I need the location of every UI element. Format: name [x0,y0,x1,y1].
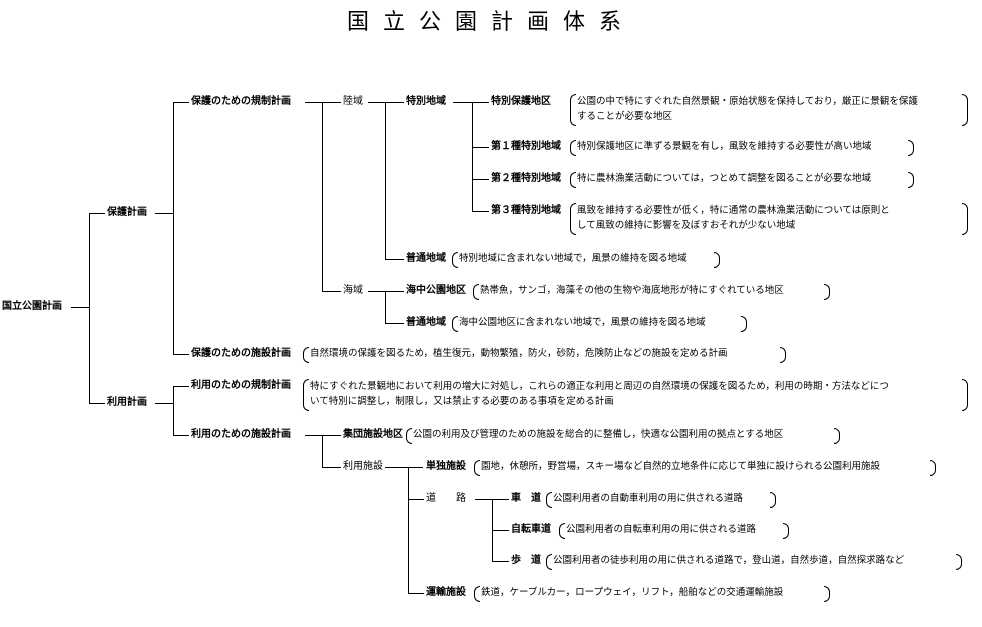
node-shado: 車 道 [511,493,541,504]
node-futsu-chiiki-kai: 普通地域 [406,317,446,328]
node-hogo-keikaku: 保護計画 [107,207,147,218]
node-hogo-kisei: 保護のための規制計画 [191,96,291,107]
node-riyo-kisei: 利用のための規制計画 [191,380,291,391]
node-kaiiki: 海域 [343,285,363,296]
node-riyo-keikaku: 利用計画 [107,397,147,408]
node-hogo-shisetsu: 保護のための施設計画 [191,348,291,359]
node-riyo-shisetsu-sub: 利用施設 [343,461,383,472]
node-futsu-chiiki: 普通地域 [406,253,446,264]
node-dai3: 第３種特別地域 [491,205,561,216]
node-rikuiki: 陸域 [343,96,363,107]
node-kaichu-koen: 海中公園地区 [406,285,466,296]
node-tandoku: 単独施設 [426,461,466,472]
node-doro: 道 路 [426,493,466,504]
node-riyo-shisetsu: 利用のための施設計画 [191,429,291,440]
node-shudan-shisetsu: 集団施設地区 [343,429,403,440]
node-dai1: 第１種特別地域 [491,141,561,152]
node-tokubetsu-chiiki: 特別地域 [406,96,446,107]
node-tokubetsu-hogo: 特別保護地区 [491,96,551,107]
page-title: 国立公園計画体系 [346,10,635,35]
node-hodo: 歩 道 [511,555,541,566]
node-unyu: 運輸施設 [426,587,466,598]
node-jitenshado: 自転車道 [511,524,551,535]
node-root: 国立公園計画 [2,301,62,312]
node-dai2: 第２種特別地域 [491,173,561,184]
